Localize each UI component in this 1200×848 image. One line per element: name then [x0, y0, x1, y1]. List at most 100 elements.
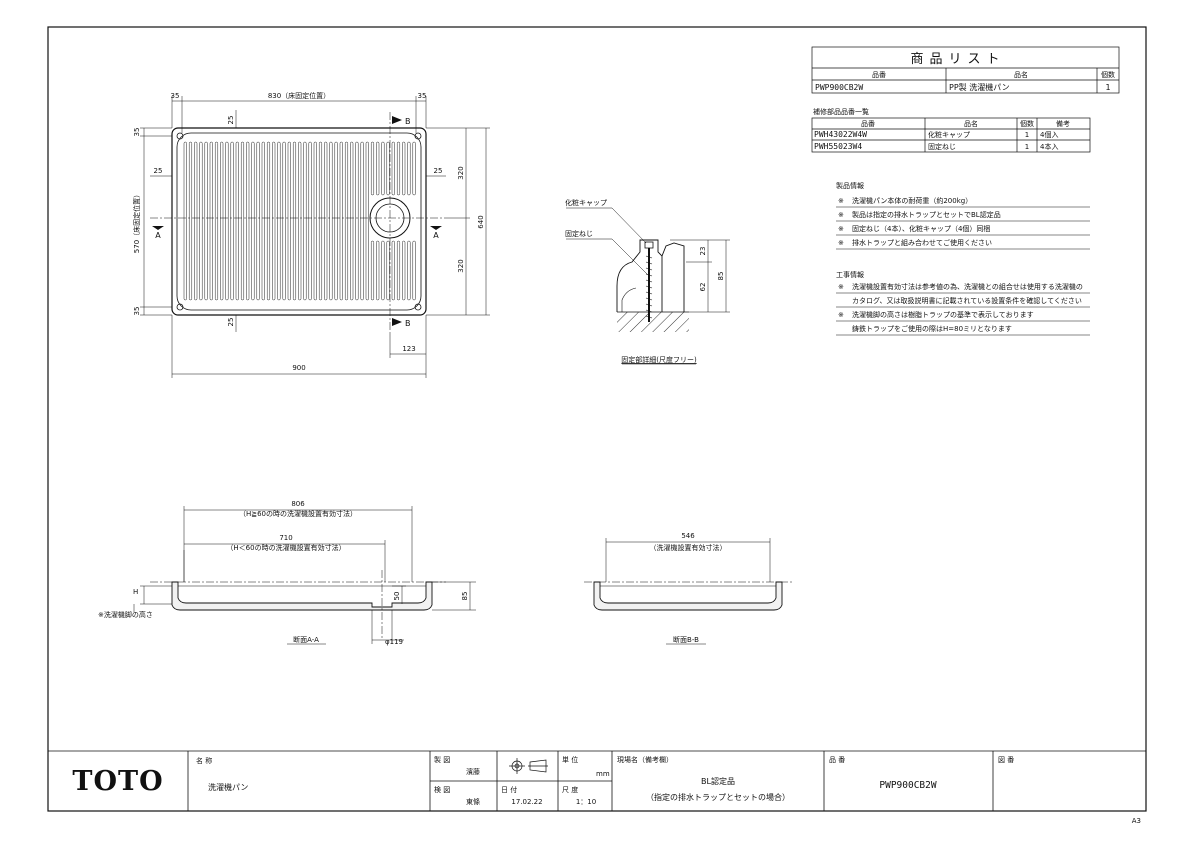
pan-rib — [292, 141, 297, 301]
dim-710: 710 — [279, 534, 292, 542]
note-806: （H≧60の時の洗濯機設置有効寸法） — [239, 509, 357, 518]
pan-rib — [204, 141, 208, 301]
toto-logo: TOTO — [72, 766, 163, 797]
accessory-row-1-qty: 1 — [1025, 131, 1029, 139]
dim-drain-offset: 123 — [402, 345, 415, 353]
pan-rib — [334, 141, 338, 301]
product-list-header-name: 品名 — [1014, 70, 1028, 79]
pan-rib — [376, 240, 380, 301]
pan-rib — [360, 141, 364, 301]
construction-info-item-4: 鋳鉄トラップをご使用の際はH=80ミリとなります — [852, 324, 1012, 333]
label-cosmetic-cap: 化粧キャップ — [565, 198, 607, 207]
pan-rib — [402, 240, 406, 301]
pan-rib — [313, 141, 317, 301]
caption-section-aa: 断面A-A — [293, 635, 319, 644]
dim-right-total: 640 — [477, 215, 485, 228]
dim-top-left: 35 — [171, 92, 180, 100]
section-aa: 806 （H≧60の時の洗濯機設置有効寸法） 710 （H＜60の時の洗濯機設置… — [98, 500, 476, 646]
pan-rib — [235, 141, 239, 301]
cosmetic-cap-icon — [644, 241, 654, 249]
product-list-table — [811, 46, 1120, 94]
pan-rib — [407, 240, 411, 301]
pan-rib — [386, 141, 390, 196]
accessories-title: 補修部品品番一覧 — [813, 107, 869, 116]
product-info-item-3: 固定ねじ（4本）、化粧キャップ（4個）同梱 — [852, 224, 990, 233]
pan-rib — [194, 141, 198, 301]
note-710: （H＜60の時の洗濯機設置有効寸法） — [226, 543, 345, 552]
pan-rib — [412, 141, 416, 196]
pan-rib — [246, 141, 250, 301]
third-angle-projection-icon — [509, 758, 548, 774]
product-list-header-part: 品番 — [872, 71, 886, 79]
pan-rib — [412, 240, 416, 301]
corner-screw-hole — [414, 132, 422, 140]
section-mark-a-right: A — [433, 231, 439, 240]
drawn-label: 製 図 — [434, 755, 450, 764]
pan-rib — [183, 141, 187, 301]
corner-screw-hole — [176, 132, 184, 140]
part-label: 品 番 — [829, 756, 845, 764]
date-value: 17.02.22 — [511, 798, 542, 806]
pan-rib — [355, 141, 359, 301]
construction-info-list — [836, 292, 1090, 336]
product-info-item-2: 製品は指定の排水トラップとセットでBL認定品 — [852, 210, 1001, 219]
dim-inner-top: 25 — [227, 116, 235, 125]
pan-rib — [256, 141, 260, 301]
svg-text:※: ※ — [838, 211, 844, 219]
accessories-table — [811, 117, 1091, 153]
pan-rib — [396, 141, 401, 196]
dim-left-top: 35 — [133, 128, 141, 137]
checked-label: 検 図 — [434, 785, 450, 794]
dim-806: 806 — [291, 500, 305, 508]
pan-rib — [391, 240, 395, 301]
construction-info-item-2: カタログ、又は取扱説明書に記載されている設置条件を確認してください — [852, 296, 1082, 305]
title-block — [48, 750, 1146, 811]
pan-rib — [329, 141, 333, 301]
unit-label: 単 位 — [562, 755, 578, 764]
svg-text:※: ※ — [838, 283, 844, 291]
product-info-item-4: 排水トラップと組み合わせてご使用ください — [852, 238, 992, 247]
pan-rib — [220, 141, 224, 301]
product-list-part-number: PWP900CB2W — [815, 83, 863, 92]
accessories-header-note: 備考 — [1056, 119, 1070, 128]
site-label: 現場名（備考欄） — [617, 755, 673, 764]
accessories-header-name: 品名 — [964, 119, 978, 128]
pan-rib — [365, 141, 369, 301]
product-info-item-1: 洗濯機パン本体の耐荷重（約200kg） — [852, 196, 972, 205]
pan-rib — [376, 141, 380, 196]
pan-rib — [344, 141, 349, 301]
date-label: 日 付 — [501, 785, 517, 794]
dim-inner-right: 25 — [434, 167, 443, 175]
part-value: PWP900CB2W — [879, 780, 936, 791]
label-h: H — [133, 588, 138, 596]
plan-view: 35 830（床固定位置） 35 35 570（床固定位置） 35 320 32… — [132, 91, 490, 378]
pan-rib — [261, 141, 265, 301]
sheet-border — [47, 26, 1147, 812]
name-value: 洗濯機パン — [208, 782, 248, 792]
scale-label: 尺 度 — [562, 785, 578, 794]
name-label: 名 称 — [196, 756, 212, 765]
pan-rib — [214, 141, 219, 301]
site-value-condition: （指定の排水トラップとセットの場合） — [646, 792, 790, 802]
accessory-row-2-note: 4本入 — [1040, 142, 1058, 151]
pan-rib — [381, 240, 385, 301]
svg-text:※: ※ — [838, 225, 844, 233]
pan-rib — [402, 141, 406, 196]
dim-inner-left: 25 — [154, 167, 163, 175]
section-mark-b-top: B — [405, 117, 411, 126]
dim-top-right: 35 — [418, 92, 427, 100]
accessory-row-2-qty: 1 — [1025, 143, 1029, 151]
pan-rib — [230, 141, 234, 301]
accessory-row-2-part: PWH55023W4 — [814, 142, 862, 151]
dim-85: 85 — [717, 272, 725, 281]
section-mark-a-left: A — [155, 231, 161, 240]
note-leg-height: ※洗濯機脚の高さ — [98, 610, 153, 619]
accessory-row-2-name: 固定ねじ — [928, 142, 956, 151]
pan-rib — [251, 141, 255, 301]
pan-rib — [282, 141, 286, 301]
accessory-row-1-note: 4個入 — [1040, 130, 1058, 139]
dim-inner-bottom: 25 — [227, 318, 235, 327]
pan-rib — [303, 141, 307, 301]
pan-rib — [386, 240, 390, 301]
